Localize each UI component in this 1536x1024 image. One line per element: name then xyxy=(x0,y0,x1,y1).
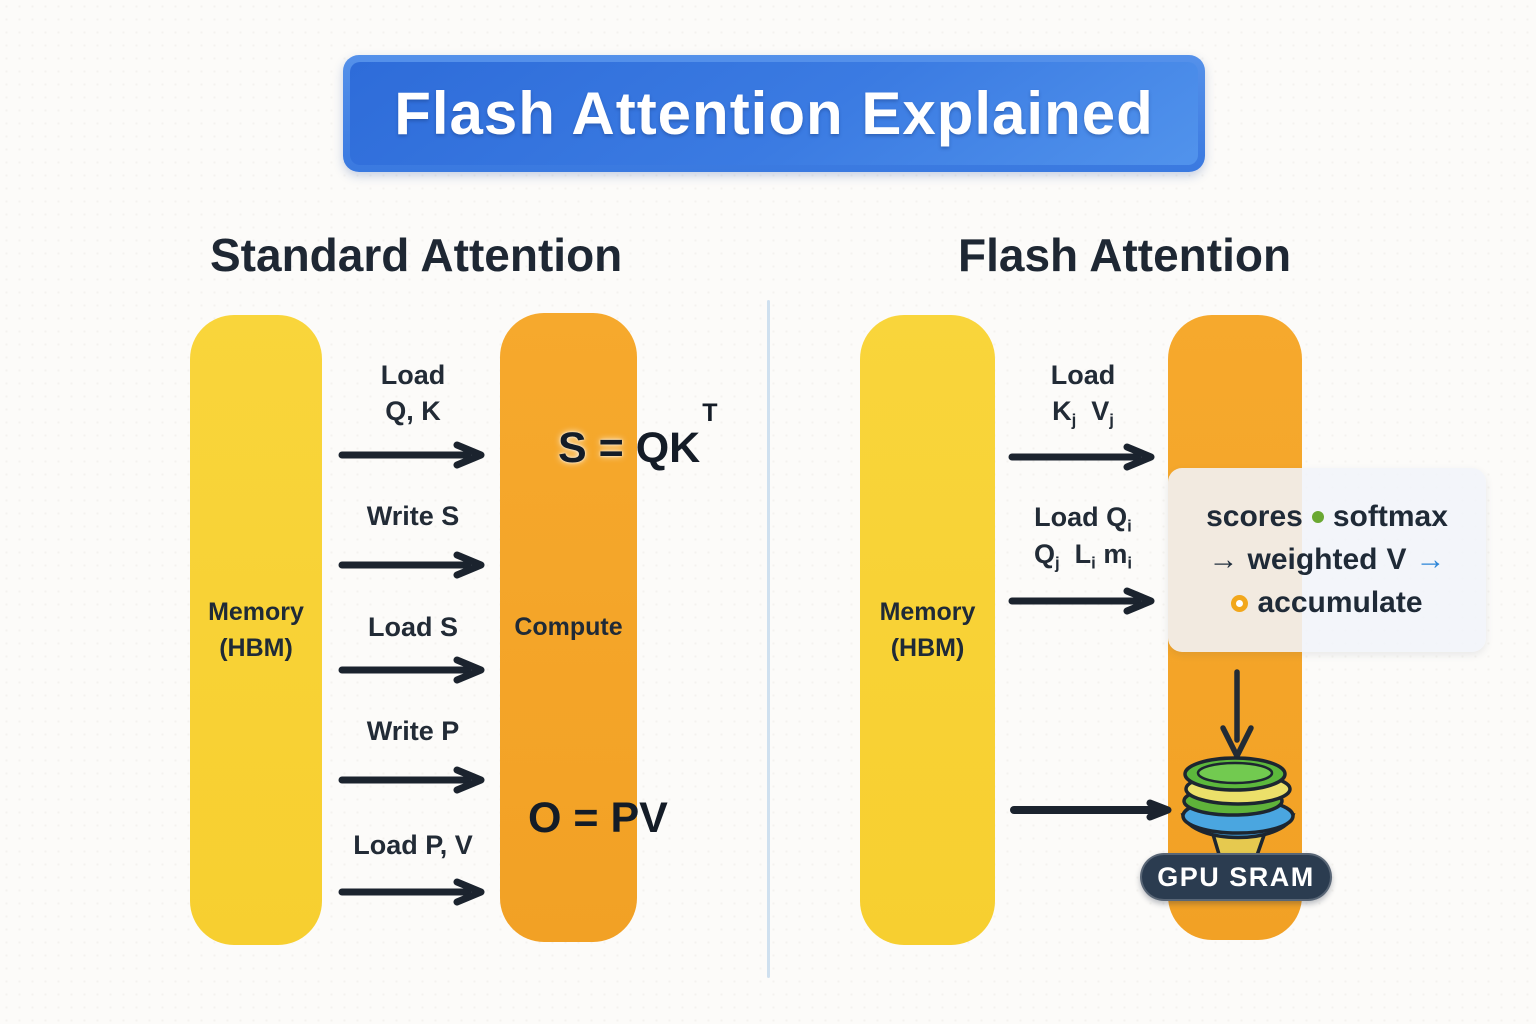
standard-compute-column: Compute xyxy=(500,313,637,942)
scores-label: scores xyxy=(1206,500,1303,533)
right-arrow-icon xyxy=(338,656,485,684)
flow-load-kj-vj: Load Kj Vj xyxy=(1008,358,1158,471)
blue-arrow-right-icon: → xyxy=(1415,543,1446,576)
softmax-label: softmax xyxy=(1332,500,1448,533)
accumulate-label: accumulate xyxy=(1257,586,1423,619)
arrow-right-icon: → xyxy=(1208,543,1239,576)
right-arrow-icon xyxy=(1008,587,1155,615)
compute-label: Compute xyxy=(514,613,623,642)
page-title: Flash Attention Explained xyxy=(394,80,1154,147)
flash-attention-heading: Flash Attention xyxy=(958,229,1292,281)
flow-load-pv: Load P, V xyxy=(338,828,488,906)
right-arrow-icon xyxy=(338,878,485,906)
flash-memory-hbm-column: Memory (HBM) xyxy=(860,315,995,945)
memory-hbm-label: Memory (HBM) xyxy=(879,597,976,662)
gpu-sram-badge: GPU SRAM xyxy=(1140,853,1332,901)
flow-write-p: Write P xyxy=(338,714,488,794)
v-label: V xyxy=(1386,543,1407,576)
title-banner: Flash Attention Explained xyxy=(343,55,1205,172)
right-arrow-icon xyxy=(1008,443,1155,471)
memory-hbm-label: Memory (HBM) xyxy=(208,597,304,662)
down-arrow-icon xyxy=(1220,669,1254,759)
weighted-label: weighted xyxy=(1247,543,1378,576)
right-arrow-icon xyxy=(338,441,485,469)
right-arrow-icon xyxy=(338,766,485,794)
flash-inner-loop-box: scores softmax → weighted V → accumulate xyxy=(1168,468,1486,652)
formula-o-pv: O = PV xyxy=(528,794,668,842)
standard-memory-hbm-column: Memory (HBM) xyxy=(190,315,322,945)
gpu-sram-funnel-icon xyxy=(1180,756,1296,863)
accumulate-ring-icon xyxy=(1231,594,1249,612)
right-arrow-icon xyxy=(1010,799,1172,821)
flow-write-s: Write S xyxy=(338,499,488,579)
standard-attention-heading: Standard Attention xyxy=(210,229,623,281)
flow-to-sram xyxy=(1008,796,1172,824)
flow-load-qi-li-mi: Load Qi Qj Li mi xyxy=(1008,500,1158,615)
right-arrow-icon xyxy=(338,551,485,579)
title-banner-inner: Flash Attention Explained xyxy=(350,62,1198,165)
green-dot-icon xyxy=(1311,511,1324,523)
section-divider xyxy=(767,300,770,978)
flow-load-qk: Load Q, K xyxy=(338,358,488,469)
flow-load-s: Load S xyxy=(338,610,488,684)
formula-s-qkt: S = QKT xyxy=(558,398,718,472)
transpose-superscript: T xyxy=(702,398,718,427)
